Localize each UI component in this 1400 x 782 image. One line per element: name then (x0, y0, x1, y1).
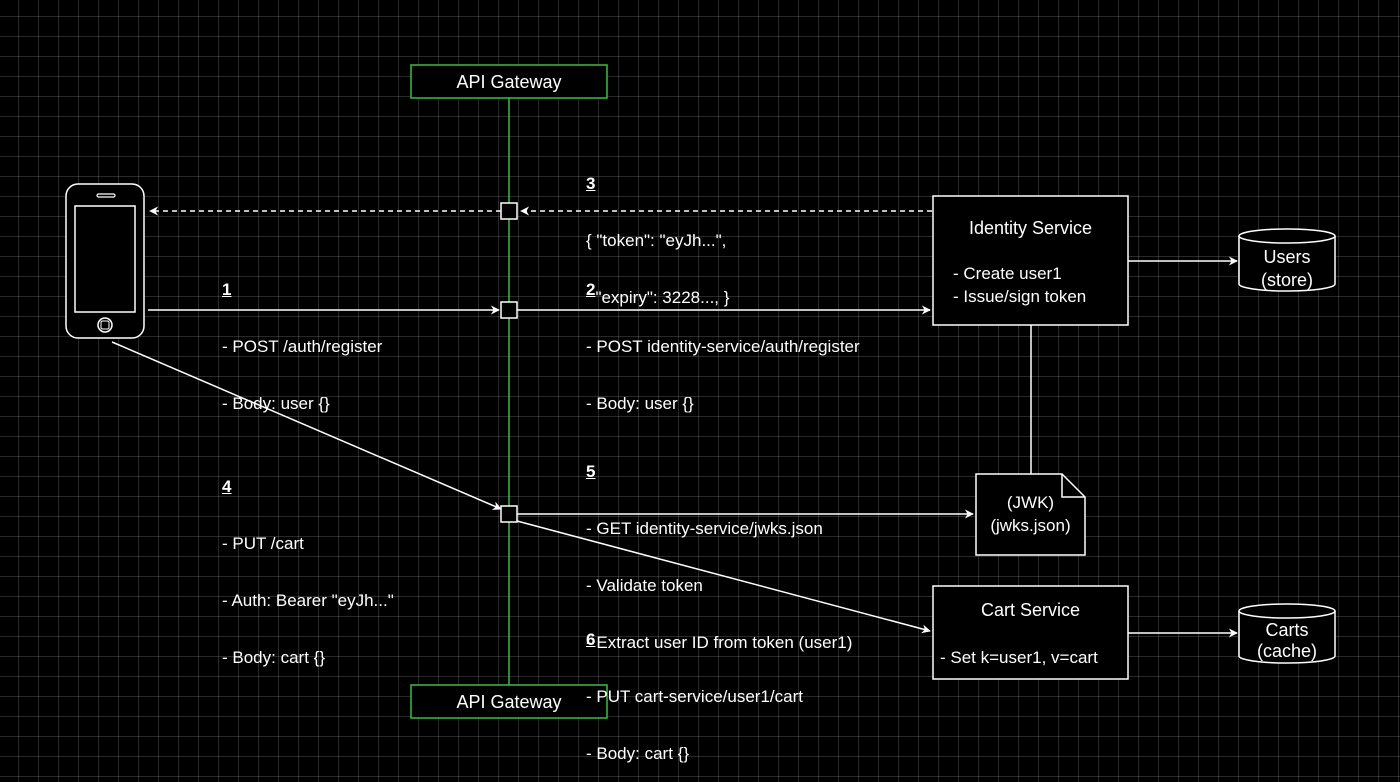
step-5-line-2: - Validate token (586, 576, 703, 595)
gateway-top-box[interactable] (410, 64, 608, 99)
identity-service-line-2: - Issue/sign token (953, 287, 1087, 306)
step-2-line-2: - Body: user {} (586, 394, 694, 413)
cart-service-title: Cart Service (980, 600, 1081, 620)
step-3-number: 3 (586, 174, 596, 193)
gateway-bottom-box[interactable] (410, 684, 608, 719)
step-4-number: 4 (222, 477, 232, 496)
step-1-line-2: - Body: user {} (222, 394, 330, 413)
arrow-step4-client-to-gateway (111, 341, 502, 510)
step-3-line-2: "expiry": 3228..., } (586, 288, 730, 307)
step-4-line-3: - Body: cart {} (222, 648, 325, 667)
step-6-line-1: - PUT cart-service/user1/cart (586, 687, 803, 706)
step-6-number: 6 (586, 630, 596, 649)
gateway-junction-step1[interactable] (500, 301, 518, 319)
step-1-label: 1 - POST /auth/register - Body: user {} (222, 242, 382, 432)
arrow-step6-gateway-to-cart (516, 520, 931, 634)
step-6-label: 6 - PUT cart-service/user1/cart - Body: … (586, 592, 803, 782)
step-3-line-1: { "token": "eyJh...", (586, 231, 727, 250)
jwk-label: (JWK) (1006, 493, 1055, 512)
jwk-sublabel: (jwks.json) (990, 516, 1071, 535)
gateway-top-label: API Gateway (456, 72, 562, 92)
carts-label: Carts (1265, 620, 1309, 640)
step-1-line-1: - POST /auth/register (222, 337, 383, 356)
step-4-label: 4 - PUT /cart - Auth: Bearer "eyJh..." -… (222, 439, 394, 686)
gateway-bottom-label: API Gateway (456, 692, 562, 712)
step-3-label: 3 { "token": "eyJh...", "expiry": 3228..… (586, 136, 729, 326)
carts-sublabel: (cache) (1256, 641, 1318, 661)
step-2-label: 2 - POST identity-service/auth/register … (586, 242, 860, 432)
users-sublabel: (store) (1260, 270, 1313, 290)
step-2-line-1: - POST identity-service/auth/register (586, 337, 860, 356)
gateway-junction-step4[interactable] (500, 505, 518, 523)
step-4-line-2: - Auth: Bearer "eyJh..." (222, 591, 394, 610)
step-2-number: 2 (586, 280, 596, 299)
step-5-line-1: - GET identity-service/jwks.json (586, 519, 823, 538)
step-1-number: 1 (222, 280, 232, 299)
mobile-phone-icon[interactable] (65, 183, 145, 339)
cart-service-line-1: - Set k=user1, v=cart (940, 648, 1098, 667)
step-4-line-1: - PUT /cart (222, 534, 304, 553)
step-5-label: 5 - GET identity-service/jwks.json - Val… (586, 424, 852, 671)
step-6-line-2: - Body: cart {} (586, 744, 689, 763)
identity-service-title: Identity Service (968, 218, 1093, 238)
step-5-number: 5 (586, 462, 596, 481)
identity-service-line-1: - Create user1 (953, 264, 1062, 283)
carts-cache-cylinder[interactable] (1238, 603, 1336, 664)
jwk-document-icon[interactable] (975, 473, 1086, 556)
users-label: Users (1263, 247, 1311, 267)
users-store-cylinder[interactable] (1238, 228, 1336, 292)
gateway-junction-step3[interactable] (500, 202, 518, 220)
step-5-line-3: - Extract user ID from token (user1) (586, 633, 853, 652)
